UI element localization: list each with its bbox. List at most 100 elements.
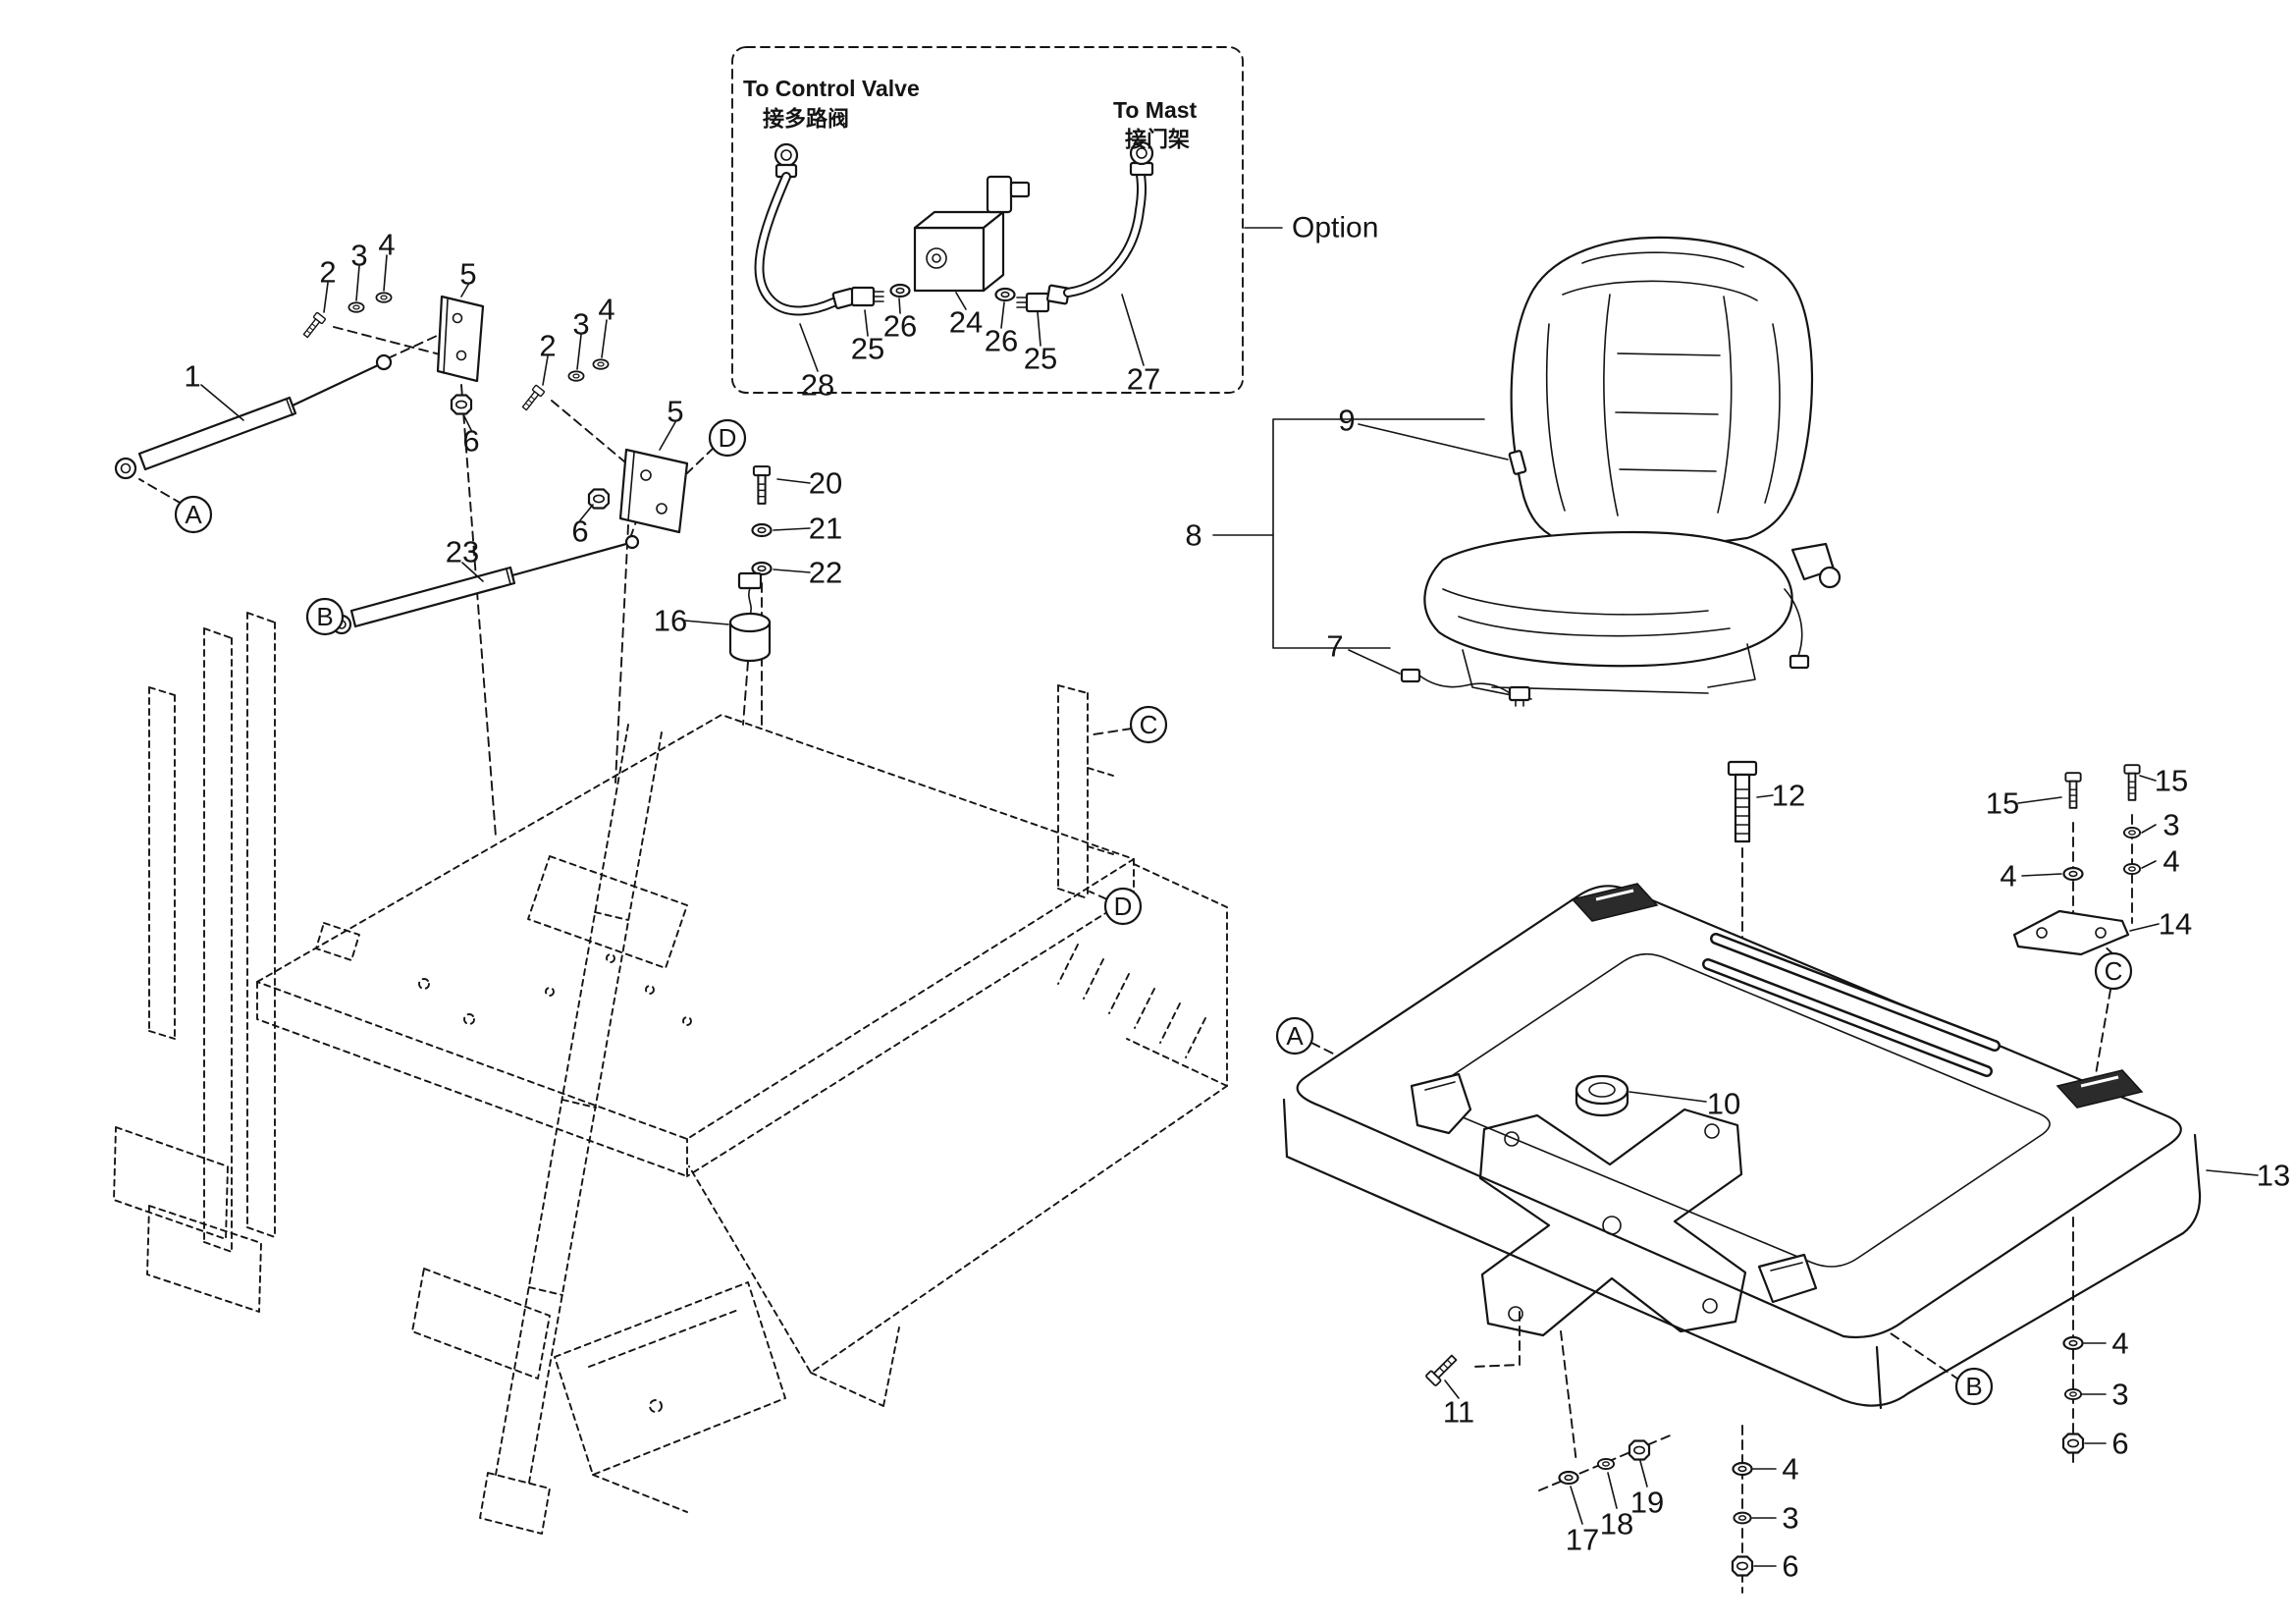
callout-4b: 4 bbox=[598, 293, 614, 327]
ref-letter-A: A bbox=[1286, 1021, 1304, 1051]
callout-14: 14 bbox=[2159, 907, 2192, 942]
seat-assembly bbox=[1272, 236, 1842, 707]
washer-4a bbox=[375, 292, 393, 303]
callout-4e: 4 bbox=[2111, 1326, 2128, 1361]
label-to-control-valve: To Control Valve bbox=[743, 76, 920, 101]
callout-3b: 3 bbox=[572, 307, 589, 342]
callout-labels: 1 2 3 4 5 6 2 3 4 5 6 20 21 22 16 23 28 … bbox=[184, 76, 2290, 1584]
nut-6a bbox=[450, 394, 473, 415]
ref-marker-D-2: D bbox=[1103, 887, 1143, 926]
callout-3c: 3 bbox=[2163, 808, 2179, 842]
gas-spring-1 bbox=[114, 353, 393, 480]
bracket-5-lower bbox=[618, 448, 689, 534]
callout-23: 23 bbox=[446, 535, 479, 569]
nut-6d bbox=[1731, 1555, 1754, 1577]
nut-6c bbox=[2061, 1433, 2085, 1454]
callout-21: 21 bbox=[809, 512, 842, 546]
ref-letter-C: C bbox=[1140, 710, 1158, 739]
callout-8: 8 bbox=[1185, 518, 1201, 553]
ref-letter-B: B bbox=[1965, 1372, 1982, 1401]
callout-13: 13 bbox=[2257, 1159, 2290, 1193]
washer-26-left bbox=[889, 283, 911, 298]
callout-25b: 25 bbox=[1024, 342, 1057, 376]
hinge-plate-top bbox=[1571, 883, 1659, 922]
fitting-25-left bbox=[850, 286, 884, 307]
hardware bbox=[300, 292, 2142, 1577]
callout-2b: 2 bbox=[539, 329, 556, 363]
ref-marker-B-1: B bbox=[305, 597, 345, 636]
callout-6a: 6 bbox=[462, 424, 479, 459]
bolt-12 bbox=[1727, 760, 1758, 843]
callout-3a: 3 bbox=[350, 239, 367, 273]
x-mounting-plate bbox=[1478, 1108, 1747, 1337]
callout-9: 9 bbox=[1338, 404, 1355, 438]
clamp-a bbox=[1410, 1072, 1472, 1135]
callout-8-bracket bbox=[1272, 418, 1485, 649]
callout-2a: 2 bbox=[319, 255, 336, 290]
callout-19: 19 bbox=[1630, 1486, 1664, 1520]
washer-3e bbox=[1733, 1511, 1752, 1525]
bracket-14 bbox=[2012, 909, 2130, 956]
callout-26b: 26 bbox=[985, 324, 1018, 358]
ref-marker-C-1: C bbox=[1129, 705, 1168, 744]
callout-7: 7 bbox=[1326, 629, 1343, 664]
callout-24: 24 bbox=[949, 305, 983, 340]
callout-27: 27 bbox=[1127, 362, 1160, 397]
ref-letter-D: D bbox=[719, 423, 737, 453]
floor-board bbox=[1282, 883, 2202, 1410]
callout-5b: 5 bbox=[667, 395, 683, 429]
chassis-frame bbox=[113, 612, 1228, 1535]
callout-15a: 15 bbox=[1986, 786, 2019, 821]
ref-markers: A B D C D A B C bbox=[174, 418, 2133, 1406]
callout-26a: 26 bbox=[883, 309, 917, 344]
ref-letter-D: D bbox=[1114, 892, 1133, 921]
seat-switch bbox=[1508, 450, 1527, 475]
gas-spring-23 bbox=[331, 534, 640, 635]
sensor-16 bbox=[728, 571, 772, 663]
seat-harness bbox=[1400, 668, 1531, 707]
ref-letter-B: B bbox=[316, 602, 333, 631]
ref-marker-A-1: A bbox=[174, 495, 213, 534]
option-label: Option bbox=[1292, 212, 1378, 244]
callout-4a: 4 bbox=[378, 228, 395, 262]
ref-marker-A-2: A bbox=[1275, 1016, 1314, 1056]
callout-25a: 25 bbox=[851, 332, 884, 366]
callout-3d: 3 bbox=[2111, 1378, 2128, 1412]
washer-18 bbox=[1596, 1457, 1616, 1471]
washer-3c bbox=[2122, 826, 2142, 839]
label-to-control-valve-zh: 接多路阀 bbox=[763, 107, 849, 132]
ref-marker-B-2: B bbox=[1954, 1367, 1994, 1406]
callout-20: 20 bbox=[809, 466, 842, 501]
washer-4b bbox=[592, 358, 610, 370]
callout-5a: 5 bbox=[459, 257, 476, 292]
nut-19 bbox=[1628, 1439, 1651, 1461]
round-cap bbox=[1575, 1074, 1629, 1117]
callout-11: 11 bbox=[1443, 1395, 1474, 1430]
hose-to-control-valve bbox=[754, 142, 857, 316]
washer-3b bbox=[567, 370, 585, 382]
callout-18: 18 bbox=[1600, 1507, 1633, 1542]
ref-letter-C: C bbox=[2105, 956, 2123, 986]
floor-board-slots bbox=[1702, 933, 2001, 1077]
washer-4c bbox=[2062, 866, 2084, 882]
callout-6d: 6 bbox=[1782, 1549, 1798, 1584]
valve-block bbox=[913, 175, 1031, 293]
callout-15b: 15 bbox=[2155, 764, 2188, 798]
callout-28: 28 bbox=[801, 368, 834, 403]
label-to-mast: To Mast bbox=[1113, 97, 1198, 123]
hinge-plate-right bbox=[2056, 1069, 2144, 1109]
callout-17: 17 bbox=[1566, 1523, 1599, 1557]
washer-26-right bbox=[994, 287, 1016, 302]
washer-21 bbox=[751, 522, 773, 538]
washer-4e bbox=[2062, 1335, 2084, 1351]
bracket-5-upper bbox=[436, 295, 485, 383]
callout-4c: 4 bbox=[2000, 859, 2016, 893]
ref-marker-C-2: C bbox=[2094, 951, 2133, 991]
callout-16: 16 bbox=[654, 604, 687, 638]
callout-4d: 4 bbox=[2163, 844, 2179, 879]
option-box bbox=[731, 46, 1283, 394]
washer-4d bbox=[2122, 862, 2142, 876]
callout-3e: 3 bbox=[1782, 1501, 1798, 1536]
